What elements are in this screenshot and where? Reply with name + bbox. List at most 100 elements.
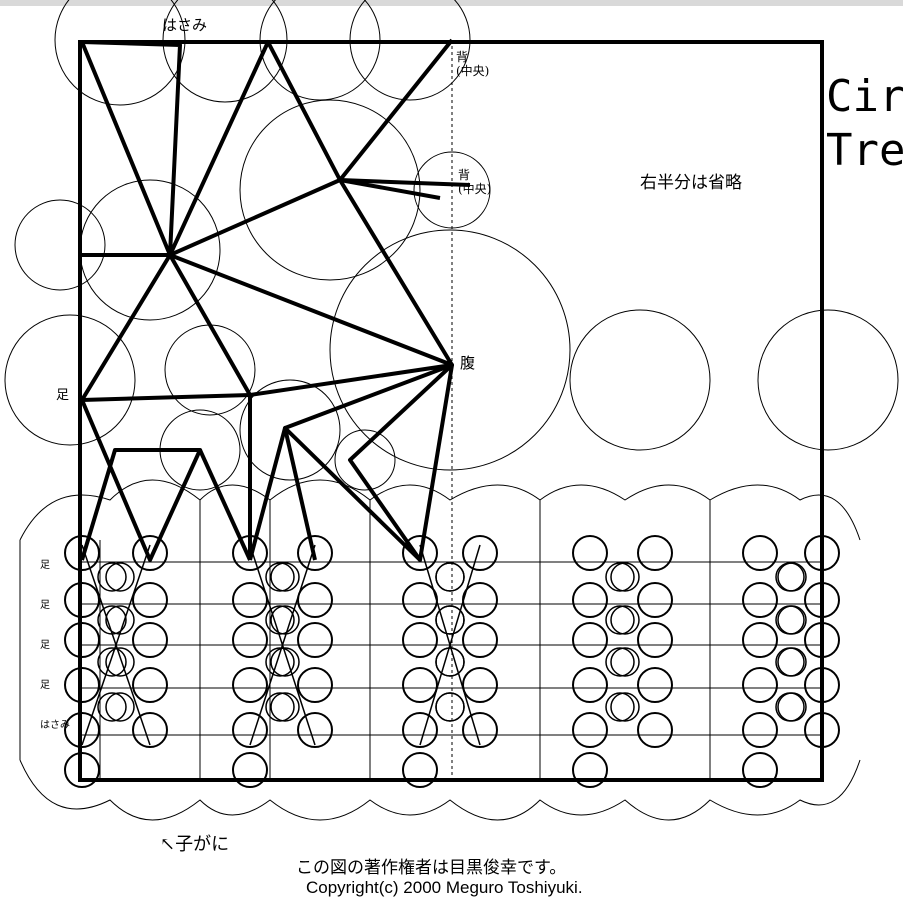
scalloped-border bbox=[19, 479, 861, 821]
small-circle bbox=[132, 535, 168, 571]
small-circle bbox=[402, 667, 438, 703]
small-circle bbox=[105, 692, 135, 722]
small-circle bbox=[742, 752, 778, 788]
small-circle bbox=[270, 562, 300, 592]
small-circle bbox=[775, 562, 805, 592]
small-circle bbox=[232, 752, 268, 788]
label-leg: 足 bbox=[56, 388, 70, 403]
small-circle bbox=[270, 692, 300, 722]
small-circle bbox=[742, 535, 778, 571]
small-circle bbox=[572, 667, 608, 703]
small-circle bbox=[402, 622, 438, 658]
small-circle bbox=[462, 667, 498, 703]
small-circle bbox=[462, 622, 498, 658]
label-small-crab: ↖子がに bbox=[160, 834, 230, 855]
small-circle bbox=[637, 667, 673, 703]
small-circle bbox=[605, 605, 635, 635]
small-circle bbox=[775, 647, 805, 677]
small-circle bbox=[97, 647, 127, 677]
small-circle bbox=[435, 605, 465, 635]
tree-creases bbox=[80, 38, 471, 562]
small-circle bbox=[572, 535, 608, 571]
small-circle bbox=[637, 582, 673, 618]
thin-creases bbox=[81, 544, 481, 746]
row-label: 足 bbox=[40, 640, 50, 651]
page-title: Cir Tre bbox=[826, 70, 903, 178]
title-line-2: Tre bbox=[826, 125, 903, 176]
small-circle bbox=[777, 647, 807, 677]
small-circle bbox=[637, 622, 673, 658]
title-line-1: Cir bbox=[826, 71, 903, 122]
small-circle bbox=[462, 535, 498, 571]
small-circle bbox=[637, 535, 673, 571]
small-circle bbox=[265, 692, 295, 722]
small-circle bbox=[610, 647, 640, 677]
small-circle bbox=[742, 712, 778, 748]
small-circle bbox=[572, 622, 608, 658]
small-circle bbox=[742, 582, 778, 618]
row-label: 足 bbox=[40, 560, 50, 571]
row-labels: 足 足 足 足 はさみ bbox=[40, 546, 70, 746]
small-circle bbox=[775, 605, 805, 635]
small-circle bbox=[605, 692, 635, 722]
grid-lines bbox=[78, 500, 822, 780]
label-scissors: はさみ bbox=[162, 16, 208, 34]
small-circle bbox=[572, 582, 608, 618]
small-circle bbox=[232, 622, 268, 658]
small-circle bbox=[462, 582, 498, 618]
small-circle bbox=[97, 562, 127, 592]
small-circle bbox=[742, 667, 778, 703]
small-circle bbox=[265, 605, 295, 635]
small-circle bbox=[435, 562, 465, 592]
small-circle bbox=[402, 752, 438, 788]
omitted-half-note: 右半分は省略 bbox=[640, 173, 742, 193]
small-circle bbox=[232, 582, 268, 618]
label-back-middle: 背 (中央) bbox=[458, 168, 492, 196]
small-circle bbox=[232, 667, 268, 703]
small-circle bbox=[402, 535, 438, 571]
small-circle bbox=[132, 582, 168, 618]
small-circle bbox=[297, 667, 333, 703]
small-circle bbox=[402, 582, 438, 618]
small-circle bbox=[637, 712, 673, 748]
label-back-upper: 背 (中央) bbox=[456, 50, 490, 78]
small-circle bbox=[105, 647, 135, 677]
small-circle bbox=[105, 562, 135, 592]
small-circle bbox=[572, 712, 608, 748]
small-circle bbox=[132, 622, 168, 658]
small-circle bbox=[265, 562, 295, 592]
small-circle bbox=[435, 692, 465, 722]
small-circle bbox=[775, 692, 805, 722]
small-circle bbox=[610, 692, 640, 722]
copyright-english: Copyright(c) 2000 Meguro Toshiyuki. bbox=[306, 878, 583, 897]
small-circle bbox=[297, 622, 333, 658]
small-circle bbox=[610, 562, 640, 592]
small-circle bbox=[402, 712, 438, 748]
label-belly: 腹 bbox=[460, 354, 476, 372]
window-top-strip bbox=[0, 0, 903, 6]
small-circle bbox=[232, 712, 268, 748]
small-circle bbox=[777, 562, 807, 592]
small-circle bbox=[742, 622, 778, 658]
small-circle bbox=[777, 692, 807, 722]
small-circle bbox=[297, 535, 333, 571]
small-circle bbox=[297, 712, 333, 748]
small-circle bbox=[572, 752, 608, 788]
row-label: はさみ bbox=[40, 720, 70, 731]
small-circle bbox=[605, 562, 635, 592]
small-circle bbox=[97, 692, 127, 722]
copyright-japanese: この図の著作権者は目黒俊幸です。 bbox=[296, 858, 567, 878]
small-circle bbox=[435, 647, 465, 677]
small-circle bbox=[610, 605, 640, 635]
small-circle bbox=[132, 667, 168, 703]
row-label: 足 bbox=[40, 680, 50, 691]
small-circle bbox=[605, 647, 635, 677]
small-circle bbox=[270, 647, 300, 677]
small-circle bbox=[777, 605, 807, 635]
small-circle bbox=[132, 712, 168, 748]
small-circle bbox=[270, 605, 300, 635]
small-circle bbox=[462, 712, 498, 748]
small-circle bbox=[297, 582, 333, 618]
small-circle bbox=[265, 647, 295, 677]
